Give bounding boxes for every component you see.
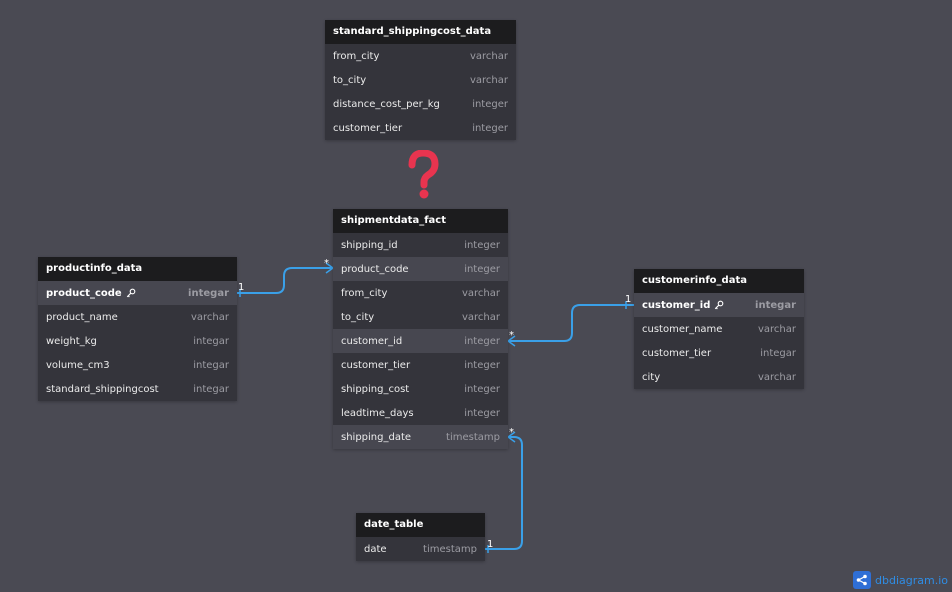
field-name: customer_name	[642, 323, 723, 335]
table-header[interactable]: date_table	[356, 513, 485, 537]
field-name: date	[364, 543, 387, 555]
field-row[interactable]: date timestamp	[356, 537, 485, 561]
field-name: weight_kg	[46, 335, 97, 347]
field-row[interactable]: customer_tier integar	[634, 341, 804, 365]
cardinality-label: 1	[625, 294, 632, 305]
field-row[interactable]: leadtime_days integer	[333, 401, 508, 425]
field-row[interactable]: standard_shippingcost integar	[38, 377, 237, 401]
field-row[interactable]: volume_cm3 integar	[38, 353, 237, 377]
table-header[interactable]: standard_shippingcost_data	[325, 20, 516, 44]
field-name: city	[642, 371, 661, 383]
field-row[interactable]: customer_name varchar	[634, 317, 804, 341]
field-name: shipping_date	[341, 431, 412, 443]
field-type: timestamp	[446, 431, 500, 443]
cardinality-label: *	[324, 258, 329, 269]
field-name: shipping_id	[341, 239, 398, 251]
dbdiagram-brand[interactable]: dbdiagram.io	[853, 571, 948, 589]
field-name: product_name	[46, 311, 118, 323]
field-type: integar	[188, 287, 229, 299]
table-header[interactable]: customerinfo_data	[634, 269, 804, 293]
field-type: integer	[472, 122, 508, 134]
field-row[interactable]: customer_tier integer	[333, 353, 508, 377]
field-type: integer	[464, 359, 500, 371]
field-type: integar	[193, 359, 229, 371]
field-name: leadtime_days	[341, 407, 414, 419]
table-customerinfo-data[interactable]: customerinfo_data customer_id integar cu…	[634, 269, 804, 389]
cardinality-label: 1	[238, 282, 245, 293]
field-type: integar	[193, 335, 229, 347]
field-name: customer_tier	[642, 347, 712, 359]
field-type: integer	[464, 263, 500, 275]
field-row[interactable]: customer_id integer	[333, 329, 508, 353]
cardinality-label: *	[509, 427, 514, 438]
field-type: varchar	[461, 311, 500, 323]
share-icon	[853, 571, 871, 589]
field-name: customer_id	[642, 300, 724, 311]
table-header[interactable]: shipmentdata_fact	[333, 209, 508, 233]
brand-suffix: .io	[934, 573, 949, 587]
key-icon	[126, 288, 136, 298]
field-row[interactable]: product_name varchar	[38, 305, 237, 329]
field-name: product_code	[46, 288, 136, 299]
field-row[interactable]: from_city varchar	[333, 281, 508, 305]
field-type: varchar	[469, 74, 508, 86]
table-shipmentdata-fact[interactable]: shipmentdata_fact shipping_id integer pr…	[333, 209, 508, 449]
brand-name: dbdiagram	[875, 573, 935, 587]
field-name: to_city	[341, 311, 375, 323]
field-row[interactable]: customer_id integar	[634, 293, 804, 317]
field-type: varchar	[469, 50, 508, 62]
field-name-text: product_code	[46, 287, 122, 299]
field-row[interactable]: distance_cost_per_kg integer	[325, 92, 516, 116]
field-name: from_city	[341, 287, 388, 299]
field-type: varchar	[461, 287, 500, 299]
cardinality-label: *	[509, 330, 514, 341]
field-row[interactable]: shipping_cost integer	[333, 377, 508, 401]
field-name: customer_id	[341, 335, 403, 347]
key-icon	[715, 300, 724, 310]
relationship-line-customer	[508, 304, 634, 342]
field-row[interactable]: to_city varchar	[333, 305, 508, 329]
field-type: timestamp	[423, 543, 477, 555]
field-row[interactable]: product_code integar	[38, 281, 237, 305]
field-type: integer	[464, 239, 500, 251]
field-row[interactable]: weight_kg integar	[38, 329, 237, 353]
field-type: integar	[755, 299, 796, 311]
table-date-table[interactable]: date_table date timestamp	[356, 513, 485, 561]
field-row[interactable]: product_code integer	[333, 257, 508, 281]
field-name: to_city	[333, 74, 367, 86]
field-type: varchar	[757, 323, 796, 335]
field-type: integar	[760, 347, 796, 359]
field-name: shipping_cost	[341, 383, 410, 395]
field-type: integer	[464, 383, 500, 395]
table-header[interactable]: productinfo_data	[38, 257, 237, 281]
cardinality-label: 1	[487, 539, 494, 550]
field-name: distance_cost_per_kg	[333, 98, 440, 110]
question-mark-icon	[408, 150, 439, 199]
field-row[interactable]: shipping_date timestamp	[333, 425, 508, 449]
table-productinfo-data[interactable]: productinfo_data product_code integar pr…	[38, 257, 237, 401]
field-type: integer	[464, 407, 500, 419]
field-name: customer_tier	[333, 122, 403, 134]
field-row[interactable]: customer_tier integer	[325, 116, 516, 140]
field-row[interactable]: city varchar	[634, 365, 804, 389]
field-row[interactable]: to_city varchar	[325, 68, 516, 92]
field-name-text: customer_id	[642, 299, 711, 311]
field-type: integar	[193, 383, 229, 395]
field-type: integer	[464, 335, 500, 347]
field-name: from_city	[333, 50, 380, 62]
field-row[interactable]: shipping_id integer	[333, 233, 508, 257]
field-type: varchar	[190, 311, 229, 323]
field-name: product_code	[341, 263, 409, 275]
field-name: volume_cm3	[46, 359, 110, 371]
field-name: standard_shippingcost	[46, 383, 159, 395]
field-name: customer_tier	[341, 359, 411, 371]
field-row[interactable]: from_city varchar	[325, 44, 516, 68]
table-standard-shippingcost[interactable]: standard_shippingcost_data from_city var…	[325, 20, 516, 140]
field-type: integer	[472, 98, 508, 110]
relationship-line-date	[485, 436, 523, 550]
field-type: varchar	[757, 371, 796, 383]
relationship-line-product	[237, 267, 333, 294]
